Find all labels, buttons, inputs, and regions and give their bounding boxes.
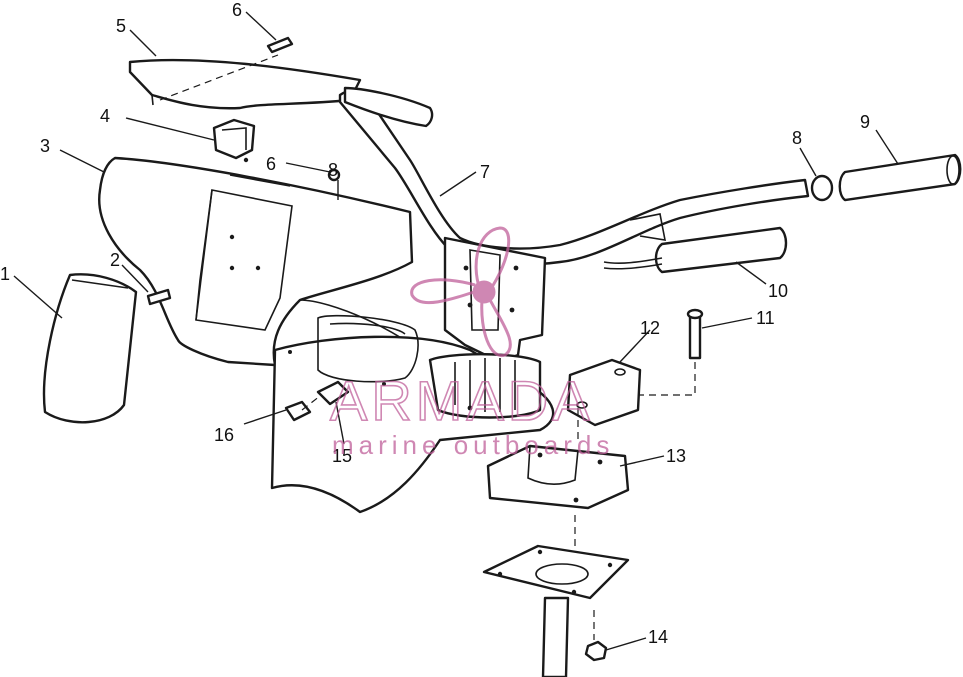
callout-15: 15 xyxy=(332,446,352,466)
callout-8-mid: 8 xyxy=(328,160,338,180)
part-5-upper-cover xyxy=(128,54,362,110)
part-12-clamp-upper xyxy=(566,358,642,427)
part-8-grip-cap xyxy=(810,174,834,202)
part-13-clamp-lower xyxy=(486,408,630,560)
callout-1: 1 xyxy=(0,264,10,284)
part-16-nut xyxy=(284,395,321,422)
propeller-logo-icon xyxy=(410,226,512,357)
callout-16: 16 xyxy=(214,425,234,445)
part-1-lower-cover xyxy=(42,273,138,424)
callout-2: 2 xyxy=(110,250,120,270)
steering-post-plate xyxy=(482,544,630,677)
part-11-bolt xyxy=(628,308,704,396)
part-8-washer xyxy=(327,168,341,182)
part-9-grip xyxy=(838,153,962,202)
watermark-brand: ARMADA xyxy=(330,369,594,432)
callout-14: 14 xyxy=(648,627,668,647)
steering-column xyxy=(428,236,547,419)
callout-13: 13 xyxy=(666,446,686,466)
part-2-screw xyxy=(146,288,172,306)
part-3-handlebar-housing xyxy=(98,156,431,367)
callout-3: 3 xyxy=(40,136,50,156)
watermark: ARMADA marine outboards xyxy=(329,226,614,460)
callout-4: 4 xyxy=(100,106,110,126)
callout-5: 5 xyxy=(116,16,126,36)
part-6-screw-top xyxy=(266,36,294,54)
callout-9: 9 xyxy=(860,112,870,132)
callout-11: 11 xyxy=(756,308,775,328)
leader-lines xyxy=(13,11,899,651)
watermark-tagline: marine outboards xyxy=(332,430,614,460)
part-4-switch xyxy=(212,118,256,163)
part-14-nut xyxy=(584,610,608,662)
callout-6-mid: 6 xyxy=(266,154,276,174)
callout-8: 8 xyxy=(792,128,802,148)
callout-10: 10 xyxy=(768,281,788,301)
callout-12: 12 xyxy=(640,318,660,338)
callout-6-top: 6 xyxy=(232,0,242,20)
part-10-throttle-grip xyxy=(603,226,788,274)
part-15-bolt xyxy=(316,380,350,406)
callout-labels: 1 2 3 4 5 6 6 8 7 8 9 10 11 12 13 14 15 … xyxy=(0,0,870,647)
callout-7: 7 xyxy=(480,162,490,182)
